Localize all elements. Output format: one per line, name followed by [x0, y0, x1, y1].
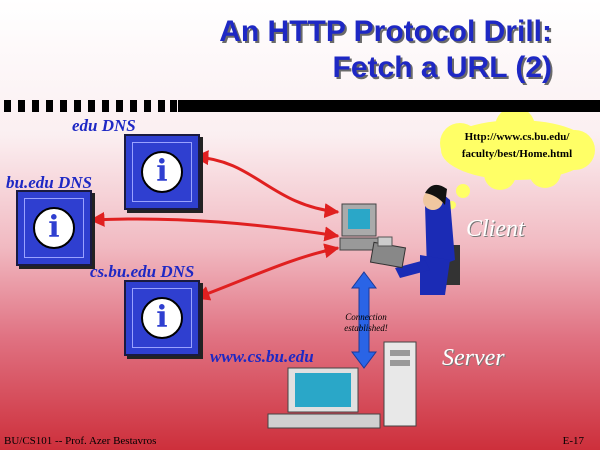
client-label: Client: [466, 216, 525, 242]
connection-line-1: Connection: [345, 312, 387, 322]
arrow-bu-edu-dns: [89, 211, 340, 242]
server-label: Server: [442, 345, 505, 371]
info-icon: i: [141, 151, 183, 193]
title-rule: [0, 100, 600, 114]
cs-bu-edu-dns-server: i: [124, 280, 200, 356]
bu-edu-dns-label: bu.edu DNS: [6, 173, 92, 192]
connection-line-2: established!: [344, 323, 388, 333]
connection-label: Connection established!: [330, 312, 402, 334]
arrow-cs-bu-edu-dns: [194, 243, 340, 301]
server-illustration: [267, 341, 417, 429]
arrow-edu-dns: [193, 150, 340, 219]
edu-dns-server: i: [124, 134, 200, 210]
thought-bubble: [440, 107, 595, 209]
connection-arrow: [351, 271, 377, 369]
url-line-2: faculty/best/Home.html: [461, 148, 573, 160]
info-icon: i: [33, 207, 75, 249]
url-line-1: Http://www.cs.bu.edu/: [464, 131, 570, 143]
bu-edu-dns-server: i: [16, 190, 92, 266]
footer-credit: BU/CS101 -- Prof. Azer Bestavros: [4, 435, 157, 447]
thought-bubble-url: Http://www.cs.bu.edu/ faculty/best/Home.…: [447, 129, 587, 163]
cs-bu-edu-dns-label: cs.bu.edu DNS: [90, 262, 195, 281]
client-illustration: [339, 184, 460, 295]
slide-number: E-17: [562, 435, 584, 447]
server-host-label: www.cs.bu.edu: [210, 347, 314, 366]
info-icon: i: [141, 297, 183, 339]
slide-title: An HTTP Protocol Drill: Fetch a URL (2): [219, 14, 552, 86]
title-line-2: Fetch a URL (2): [332, 51, 552, 84]
edu-dns-label: edu DNS: [72, 116, 136, 135]
title-line-1: An HTTP Protocol Drill:: [219, 15, 552, 48]
